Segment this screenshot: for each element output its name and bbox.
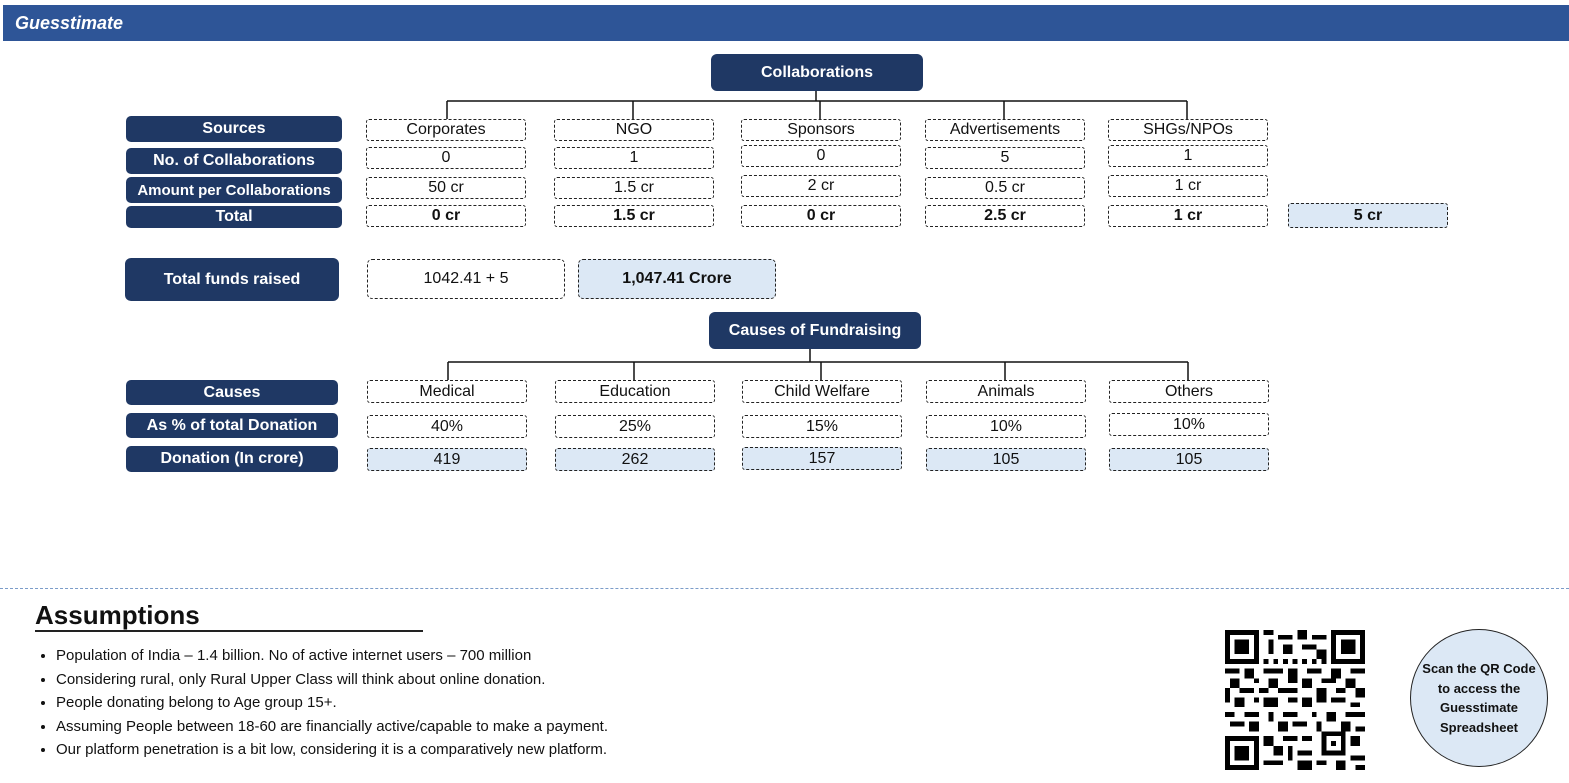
amount-cell: 0.5 cr [925, 177, 1085, 199]
total-cell: 1 cr [1108, 205, 1268, 227]
cause-cell: Medical [367, 380, 527, 403]
causes-title: Causes of Fundraising [709, 312, 921, 349]
funds-formula: 1042.41 + 5 [367, 259, 565, 299]
assumptions-list: Population of India – 1.4 billion. No of… [30, 644, 608, 762]
count-cell: 1 [554, 147, 714, 169]
row-label-sources: Sources [126, 116, 342, 142]
source-cell: SHGs/NPOs [1108, 119, 1268, 141]
total-cell: 2.5 cr [925, 205, 1085, 227]
page-title: Guesstimate [15, 13, 124, 33]
donation-cell: 105 [1109, 448, 1269, 471]
cause-cell: Others [1109, 380, 1269, 403]
assumption-item: Assuming People between 18-60 are financ… [56, 715, 608, 739]
count-cell: 0 [741, 145, 901, 167]
total-funds-label: Total funds raised [125, 258, 339, 301]
percent-cell: 15% [742, 415, 902, 438]
percent-cell: 10% [1109, 413, 1269, 436]
source-cell: NGO [554, 119, 714, 141]
assumptions-title: Assumptions [35, 600, 200, 630]
amount-cell: 50 cr [366, 177, 526, 199]
amount-cell: 1 cr [1108, 175, 1268, 197]
donation-cell: 262 [555, 448, 715, 471]
assumption-item: Our platform penetration is a bit low, c… [56, 738, 608, 762]
row-label-collaborations-count: No. of Collaborations [126, 148, 342, 174]
total-cell: 1.5 cr [554, 205, 714, 227]
count-cell: 0 [366, 147, 526, 169]
assumption-item: People donating belong to Age group 15+. [56, 691, 608, 715]
qr-caption: Scan the QR Code to access the Guesstima… [1410, 629, 1548, 767]
percent-cell: 25% [555, 415, 715, 438]
count-cell: 5 [925, 147, 1085, 169]
grand-total-cell: 5 cr [1288, 203, 1448, 228]
row-label-total: Total [126, 206, 342, 228]
donation-cell: 157 [742, 447, 902, 470]
source-cell: Advertisements [925, 119, 1085, 141]
donation-cell: 105 [926, 448, 1086, 471]
cause-cell: Education [555, 380, 715, 403]
collaborations-title: Collaborations [711, 54, 923, 91]
cause-cell: Child Welfare [742, 380, 902, 403]
total-cell: 0 cr [741, 205, 901, 227]
percent-cell: 10% [926, 415, 1086, 438]
count-cell: 1 [1108, 145, 1268, 167]
row-label-amount: Amount per Collaborations [126, 177, 342, 203]
donation-cell: 419 [367, 448, 527, 471]
amount-cell: 2 cr [741, 175, 901, 197]
amount-cell: 1.5 cr [554, 177, 714, 199]
assumption-item: Considering rural, only Rural Upper Clas… [56, 668, 608, 692]
percent-cell: 40% [367, 415, 527, 438]
section-divider [0, 588, 1569, 589]
source-cell: Sponsors [741, 119, 901, 141]
assumption-item: Population of India – 1.4 billion. No of… [56, 644, 608, 668]
header-bar: Guesstimate [3, 5, 1569, 41]
qr-code-icon [1225, 630, 1365, 770]
source-cell: Corporates [366, 119, 526, 141]
assumptions-underline [35, 630, 423, 632]
funds-result: 1,047.41 Crore [578, 259, 776, 299]
cause-cell: Animals [926, 380, 1086, 403]
total-cell: 0 cr [366, 205, 526, 227]
row-label-causes: Causes [126, 380, 338, 405]
row-label-donation: Donation (In crore) [126, 446, 338, 472]
row-label-percent: As % of total Donation [126, 413, 338, 438]
